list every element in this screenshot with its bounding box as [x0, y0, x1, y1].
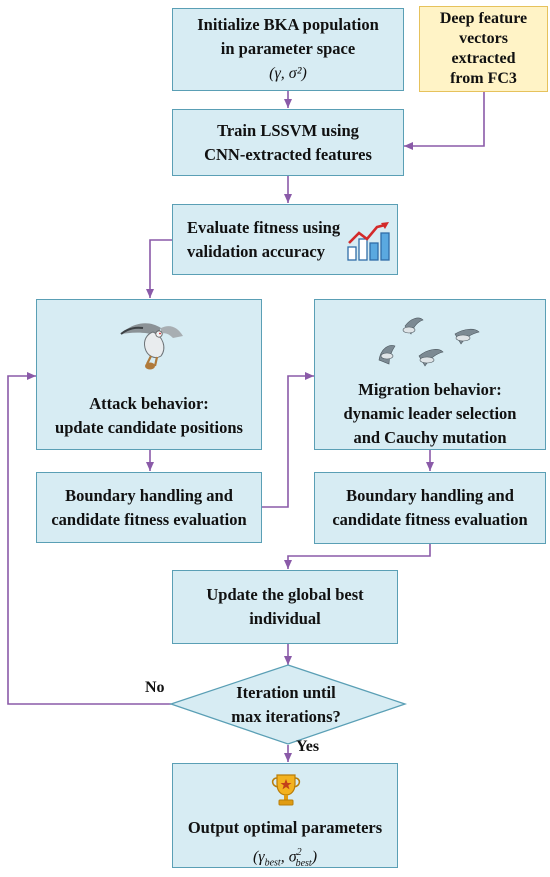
- output-node: Output optimal parameters (γbest, σ2best…: [172, 763, 398, 869]
- output-gamma: γ: [258, 848, 265, 866]
- decision-line2: max iterations?: [231, 707, 341, 726]
- attack-line2: update candidate positions: [55, 418, 243, 437]
- attack-line1: Attack behavior:: [89, 394, 209, 413]
- arrow-feature-to-train: [404, 92, 485, 150]
- evaluate-line2: validation accuracy: [187, 241, 325, 261]
- feature-line1: Deep feature: [439, 10, 528, 27]
- boundary-right-line1: Boundary handling and: [346, 486, 514, 505]
- decision-diamond: [168, 664, 408, 745]
- eagle-icon: [120, 323, 183, 370]
- boundary-right-node: Boundary handling and candidate fitness …: [314, 472, 546, 544]
- bar-chart-icon: [347, 222, 390, 261]
- init-formula: (γ, σ²): [269, 64, 307, 82]
- arrow-boundary-to-update: [284, 544, 431, 569]
- output-sigma: σ: [288, 848, 297, 866]
- attack-node: Attack behavior: update candidate positi…: [36, 299, 262, 450]
- boundary-right-line2: candidate fitness evaluation: [332, 510, 528, 529]
- train-line1: Train LSSVM using: [217, 120, 359, 140]
- boundary-left-line1: Boundary handling and: [65, 485, 233, 505]
- init-node: Initialize BKA population in parameter s…: [172, 8, 404, 91]
- feature-line2: vectors: [459, 30, 508, 47]
- decision-node-text: Iteration until max iterations?: [170, 681, 402, 729]
- output-gamma-sub: best: [264, 857, 281, 869]
- arrow-evaluate-to-attack: [146, 239, 172, 298]
- yes-label: Yes: [296, 738, 320, 755]
- evaluate-line1: Evaluate fitness using: [187, 217, 341, 237]
- no-label: No: [145, 679, 165, 696]
- init-line2: in parameter space: [220, 38, 356, 58]
- boundary-left-node: Boundary handling and candidate fitness …: [36, 472, 262, 543]
- train-line2: CNN-extracted features: [204, 144, 372, 164]
- update-line2: individual: [249, 609, 321, 628]
- flying-birds-icon: [378, 317, 480, 367]
- output-sigma-sub: best: [295, 857, 312, 869]
- init-line1: Initialize BKA population: [197, 14, 379, 34]
- feature-line3: extracted: [451, 50, 516, 67]
- arrow-no-loop: [7, 372, 171, 705]
- feature-line4: from FC3: [450, 70, 517, 87]
- decision-line1: Iteration until: [236, 683, 336, 702]
- migration-node: Migration behavior: dynamic leader selec…: [314, 299, 546, 450]
- migration-line3: and Cauchy mutation: [353, 428, 507, 447]
- feature-source-node: Deep feature vectors extracted from FC3: [419, 6, 548, 92]
- output-line1: Output optimal parameters: [187, 818, 383, 837]
- arrow-boundary-to-migration: [262, 372, 314, 508]
- train-node: Train LSSVM using CNN-extracted features: [172, 109, 404, 176]
- evaluate-node: Evaluate fitness using validation accura…: [172, 204, 398, 275]
- output-sigma-sup: 2: [296, 847, 302, 858]
- migration-line1: Migration behavior:: [358, 380, 502, 399]
- output-formula: (γbest, σ2best): [252, 847, 318, 869]
- update-node: Update the global best individual: [172, 570, 398, 644]
- update-line1: Update the global best: [206, 585, 364, 604]
- boundary-left-line2: candidate fitness evaluation: [51, 509, 247, 529]
- migration-line2: dynamic leader selection: [343, 404, 517, 423]
- trophy-icon: [271, 774, 301, 806]
